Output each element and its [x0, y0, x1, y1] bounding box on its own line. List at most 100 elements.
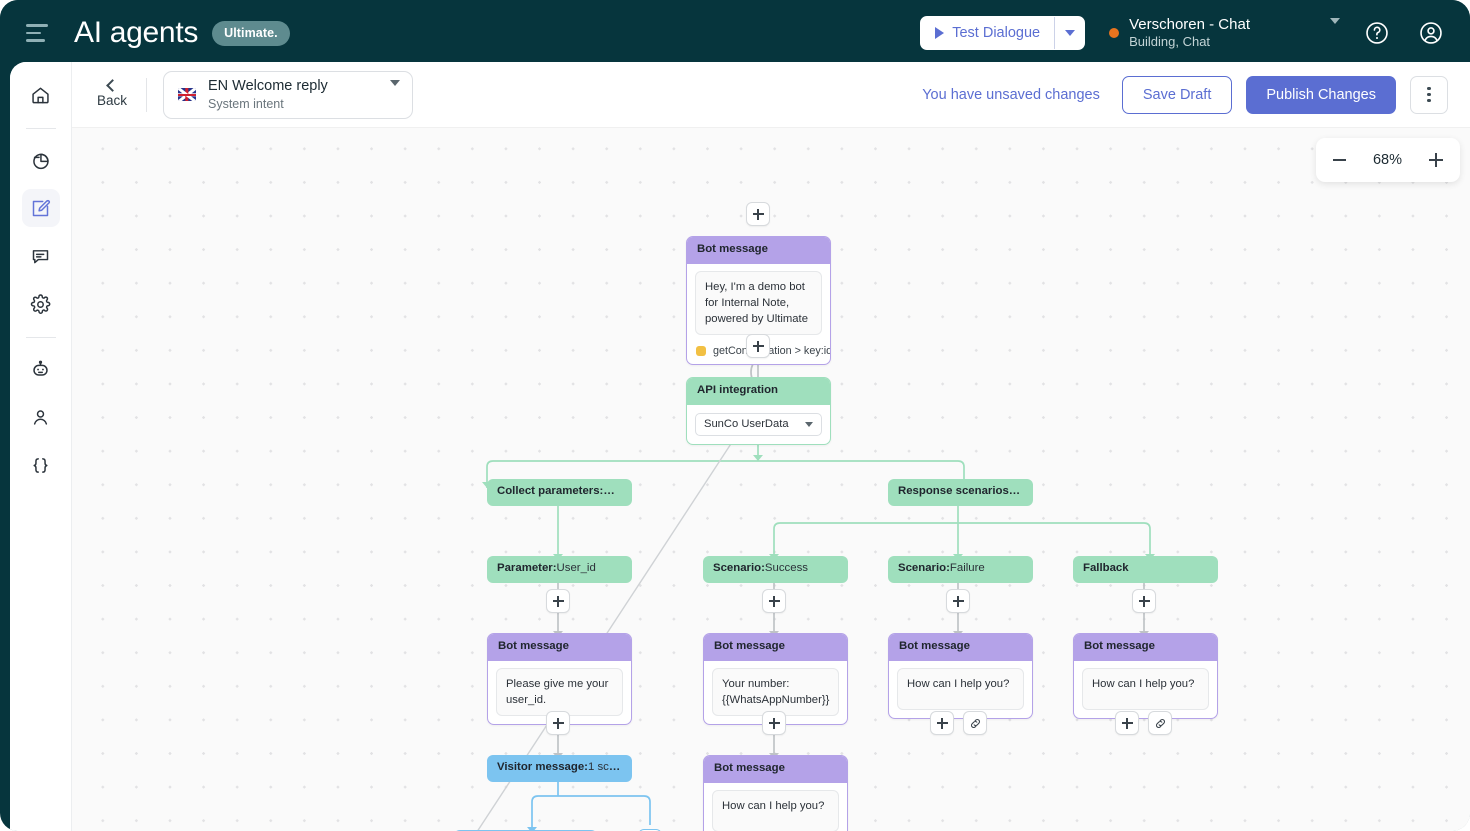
node-message-body: How can I help you?: [897, 667, 1024, 710]
add-node-button-fallback-end[interactable]: [1115, 711, 1139, 735]
api-integration-select[interactable]: SunCo UserData: [695, 412, 822, 436]
link-node-button-fallback[interactable]: [1148, 711, 1172, 735]
sidebar-item-code[interactable]: [22, 446, 60, 484]
editor-pane: Back EN Welcome reply System intent You …: [72, 62, 1470, 831]
back-button[interactable]: Back: [90, 79, 134, 108]
node-header-value: User_id: [556, 562, 596, 574]
node-api-integration[interactable]: API integration SunCo UserData: [686, 377, 831, 445]
test-dialogue-dropdown-toggle[interactable]: [1054, 17, 1085, 49]
person-icon: [33, 409, 48, 425]
save-draft-button[interactable]: Save Draft: [1121, 75, 1233, 114]
node-bot-message-userid[interactable]: Bot message Please give me your user_id.: [487, 633, 632, 725]
node-header: Bot message: [488, 634, 631, 661]
publish-changes-button[interactable]: Publish Changes: [1246, 75, 1396, 114]
node-scenario-failure[interactable]: Scenario:Failure: [888, 556, 1033, 583]
test-dialogue-button[interactable]: Test Dialogue: [921, 17, 1055, 49]
test-dialogue-label: Test Dialogue: [952, 25, 1041, 41]
edit-square-icon: [32, 199, 51, 216]
zoom-out-button[interactable]: [1333, 159, 1346, 161]
flow-canvas[interactable]: 68%: [72, 128, 1470, 831]
sidebar-item-bot[interactable]: [22, 350, 60, 388]
node-bot-message-number[interactable]: Bot message Your number: {{WhatsAppNumbe…: [703, 633, 848, 725]
environment-name: Verschoren - Chat: [1129, 15, 1250, 33]
node-visitor-message[interactable]: Visitor message:1 scenario: [487, 755, 632, 782]
chat-bubble-icon: [32, 249, 49, 263]
chevron-down-icon: [1064, 30, 1075, 36]
add-node-button-fallback[interactable]: [1132, 589, 1156, 613]
node-bot-message-welcome[interactable]: Bot message Hey, I'm a demo bot for Inte…: [686, 236, 831, 365]
link-icon: [1155, 718, 1165, 728]
add-node-button-after-welcome[interactable]: [746, 334, 770, 358]
add-node-button-success[interactable]: [762, 589, 786, 613]
top-bar: AI agents Ultimate. Test Dialogue Versch…: [0, 0, 1470, 66]
node-header: Bot message: [1074, 634, 1217, 661]
sidebar-item-conversations[interactable]: [22, 237, 60, 275]
node-footer-text: getConversation > key:id; sav...: [713, 344, 830, 357]
status-badge: [1109, 28, 1120, 38]
intent-subtitle: System intent: [208, 96, 284, 111]
unsaved-changes-text: You have unsaved changes: [922, 86, 1100, 103]
variable-icon: [696, 345, 706, 356]
help-button[interactable]: [1360, 16, 1394, 50]
play-icon: [935, 27, 945, 39]
chevron-down-icon: [390, 79, 400, 104]
node-fallback[interactable]: Fallback: [1073, 556, 1218, 583]
add-node-button-failure[interactable]: [946, 589, 970, 613]
node-bot-message-fallback[interactable]: Bot message How can I help you?: [1073, 633, 1218, 719]
left-nav-rail: [10, 62, 72, 831]
account-button[interactable]: [1414, 16, 1448, 50]
toolbar-divider: [146, 77, 147, 112]
zoom-level: 68%: [1372, 152, 1403, 168]
node-scenario-success[interactable]: Scenario:Success: [703, 556, 848, 583]
sidebar-item-dialogue-builder[interactable]: [21, 189, 60, 227]
sidebar-item-analytics[interactable]: [22, 141, 60, 179]
sidebar-item-settings[interactable]: [22, 285, 60, 323]
node-header: Visitor message:: [497, 761, 588, 773]
curly-braces-icon: [33, 457, 48, 473]
zoom-in-button[interactable]: [1429, 153, 1443, 167]
node-header: Scenario:: [898, 562, 950, 574]
node-response-scenarios[interactable]: Response scenarios:3 scen...: [888, 479, 1033, 506]
node-header: Bot message: [704, 756, 847, 783]
environment-selector[interactable]: Verschoren - Chat Building, Chat: [1109, 16, 1340, 51]
sidebar-item-users[interactable]: [22, 398, 60, 436]
node-header: Fallback: [1073, 556, 1218, 583]
page-title: AI agents: [74, 16, 199, 49]
node-bot-message-failure[interactable]: Bot message How can I help you?: [888, 633, 1033, 719]
add-node-button-failure-end[interactable]: [930, 711, 954, 735]
add-node-button-parameter[interactable]: [546, 589, 570, 613]
chevron-left-icon: [105, 79, 119, 92]
hamburger-icon[interactable]: [26, 20, 52, 46]
node-header: Scenario:: [713, 562, 765, 574]
node-message-body: Please give me your user_id.: [496, 667, 623, 716]
add-node-button-top[interactable]: [746, 202, 770, 226]
link-node-button-failure[interactable]: [963, 711, 987, 735]
sidebar-item-home[interactable]: [22, 76, 60, 114]
add-node-button-after-number[interactable]: [762, 711, 786, 735]
node-header: Bot message: [889, 634, 1032, 661]
add-node-button-after-userid[interactable]: [546, 711, 570, 735]
node-footer: getConversation > key:id; sav...: [687, 343, 830, 364]
node-parameter-userid[interactable]: Parameter:User_id: [487, 556, 632, 583]
uk-flag-icon: [178, 88, 196, 101]
kebab-menu-icon: [1427, 86, 1431, 90]
chevron-down-icon: [805, 421, 813, 427]
intent-name: EN Welcome reply: [208, 77, 328, 94]
node-header: Bot message: [704, 634, 847, 661]
node-collect-parameters[interactable]: Collect parameters:No para...: [487, 479, 632, 506]
node-header: Collect parameters:: [497, 485, 604, 497]
test-dialogue-group: Test Dialogue: [920, 16, 1086, 50]
node-header: Response scenarios:: [898, 485, 1013, 497]
intent-selector[interactable]: EN Welcome reply System intent: [163, 70, 413, 119]
node-header-value: Failure: [949, 562, 985, 574]
node-bot-message-success-2[interactable]: Bot message How can I help you?: [703, 755, 848, 831]
main-card: Back EN Welcome reply System intent You …: [10, 62, 1470, 831]
node-header: Parameter:: [497, 562, 557, 574]
top-bar-actions: Test Dialogue Verschoren - Chat Building…: [920, 16, 1470, 51]
rail-divider: [25, 128, 56, 129]
more-options-button[interactable]: [1410, 75, 1448, 114]
environment-subtitle: Building, Chat: [1129, 34, 1211, 50]
node-message-body: How can I help you?: [712, 789, 839, 831]
node-header: API integration: [687, 378, 830, 405]
